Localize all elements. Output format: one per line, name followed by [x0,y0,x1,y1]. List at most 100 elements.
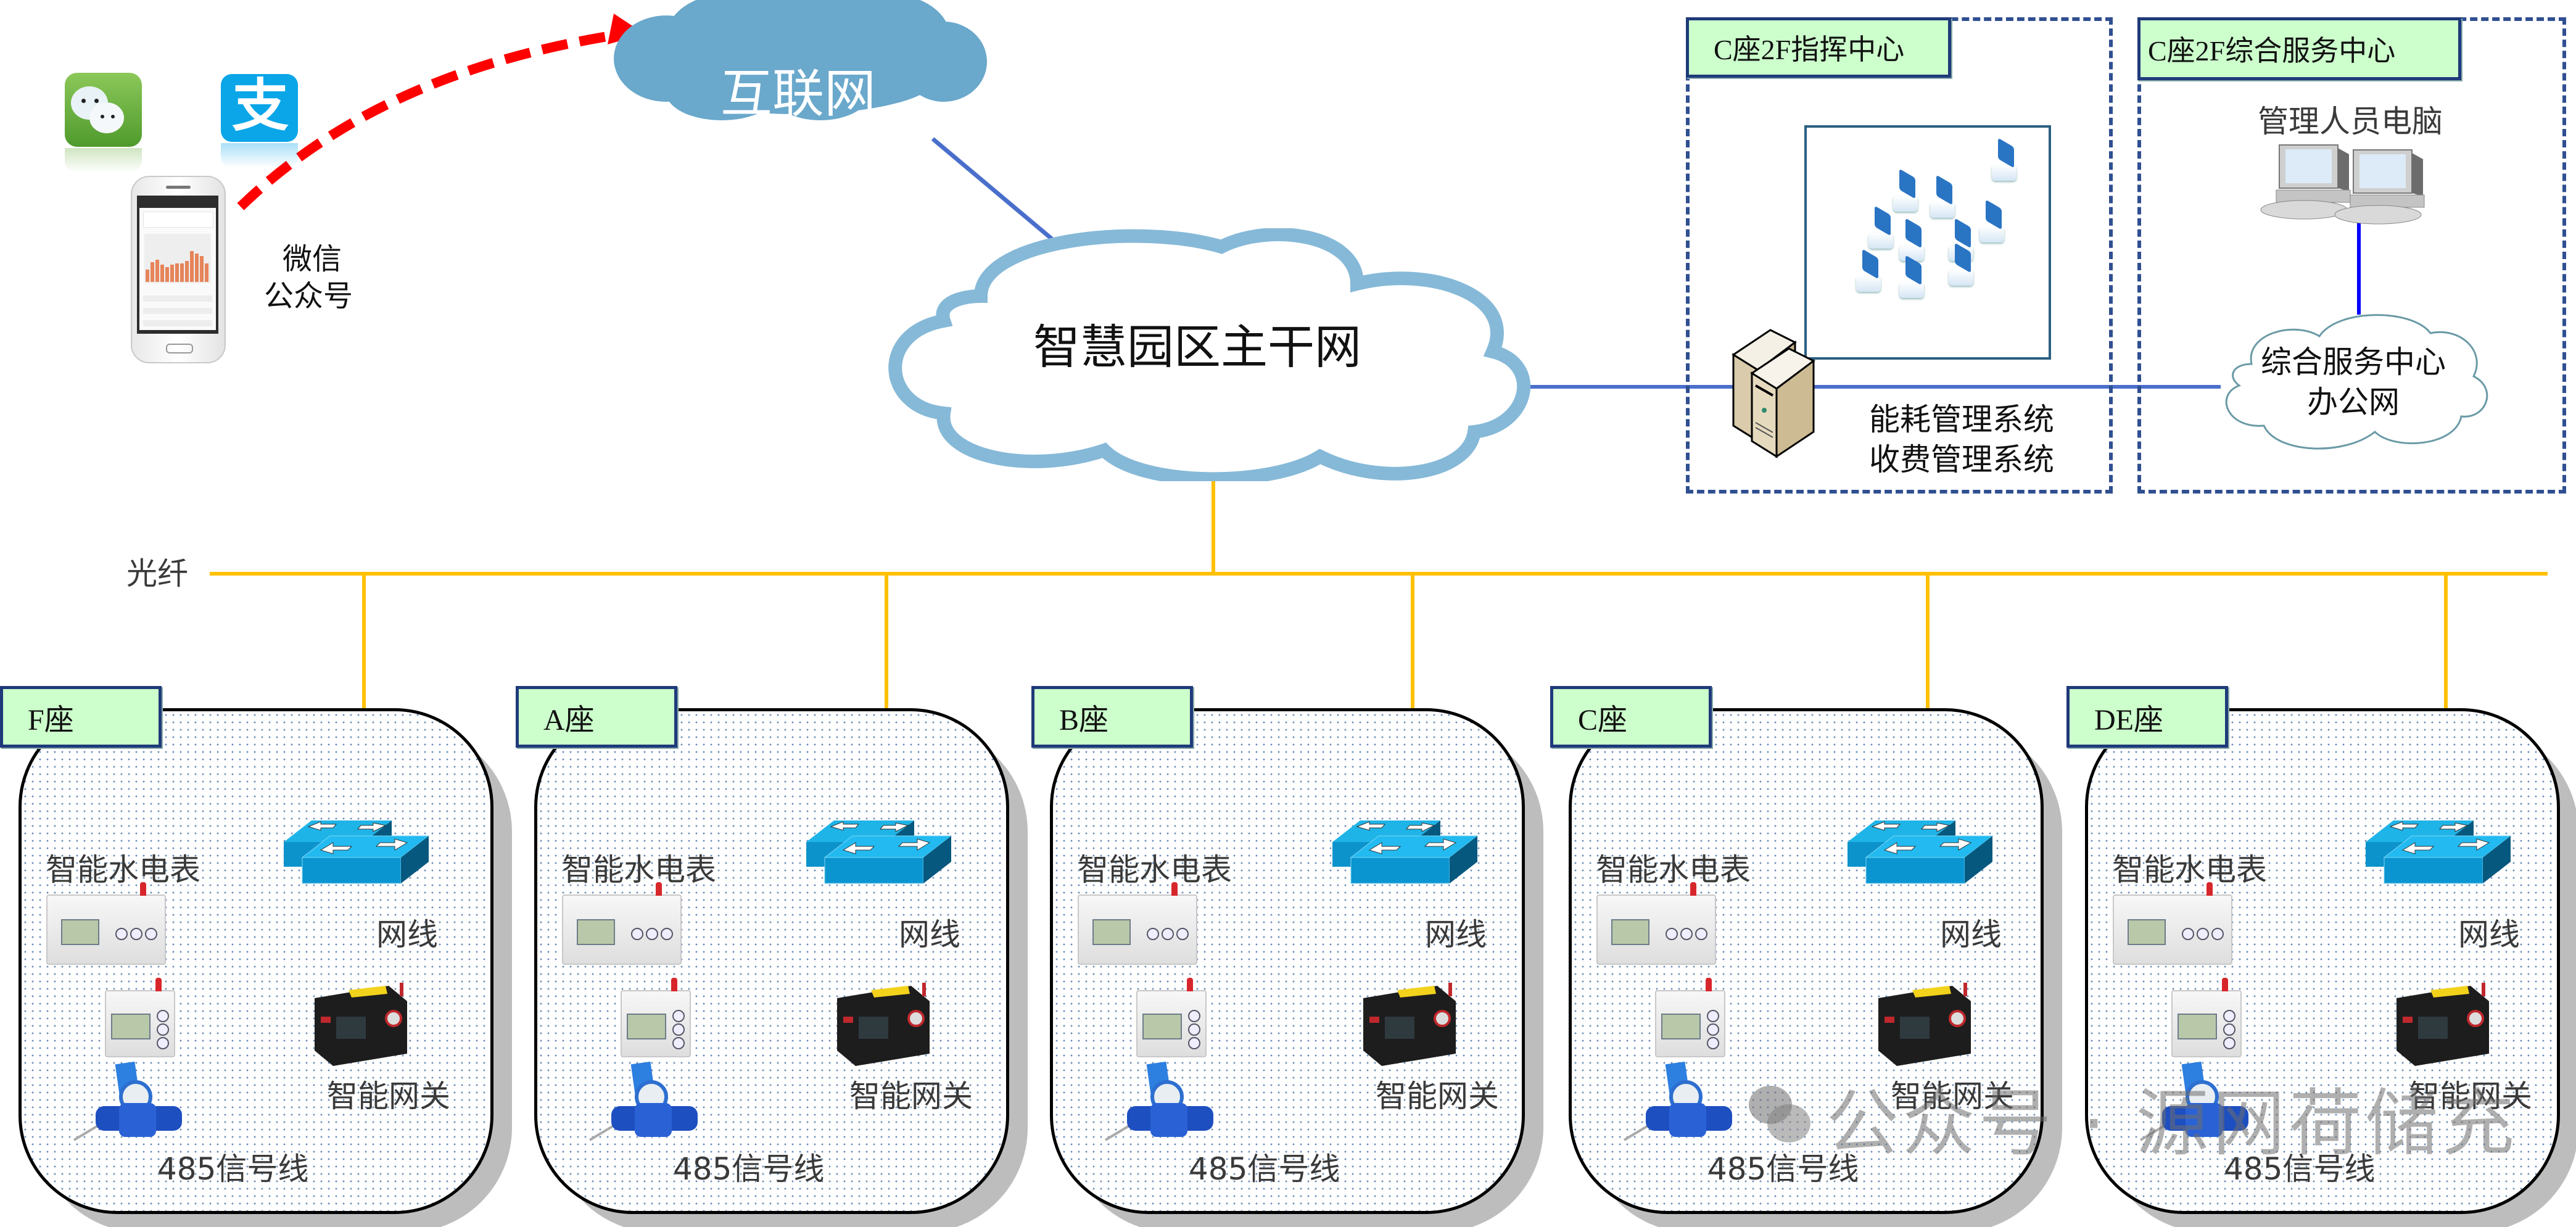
architecture-node-icon [1856,276,1881,292]
single-phase-meter-icon [1136,978,1207,1057]
network-switch-icon [284,820,430,884]
internet-label: 互联网 [720,64,877,124]
meters-label: 智能水电表 [562,852,716,888]
fiber-label: 光纤 [126,556,188,592]
phone-chart-bar [160,265,164,282]
admin-pc-icon [2260,144,2425,225]
gateway-label: 智能网关 [327,1078,450,1114]
admin-pc-label: 管理人员电脑 [2258,104,2443,139]
architecture-node-icon [1949,270,1973,286]
rs485-label: 485信号线 [1707,1151,1859,1187]
gateway-label: 智能网关 [849,1078,973,1114]
arrow-head-icon [608,14,645,44]
phone-chart-bar [180,263,184,282]
water-meter-icon [1623,1061,1732,1141]
three-phase-meter-icon [46,882,166,965]
watermark-text: 公众号 · 源网荷储充 [1826,1081,2519,1166]
network-switch-icon [1332,820,1479,884]
building-label: B座 [1031,686,1193,748]
lan-label: 网线 [376,917,438,952]
three-phase-meter-icon [1078,882,1197,965]
smart-gateway-icon [837,983,930,1066]
architecture-tag [1899,168,1915,199]
gateway-label: 智能网关 [2409,1078,2532,1114]
lan-label: 网线 [2458,917,2520,952]
server-icon [1732,329,1815,458]
building-label: A座 [516,686,677,748]
energy-system-label: 能耗管理系统 [1869,402,2054,437]
panel-body [19,708,493,1214]
lan-label: 网线 [1425,917,1487,952]
phone-chart-bar [165,267,169,282]
water-meter-icon [2139,1061,2248,1141]
office-lan-cloud-icon [2225,314,2488,450]
wechat-icon-reflection [65,148,142,173]
three-phase-meter-icon [562,882,682,965]
meters-label: 智能水电表 [1596,852,1751,888]
architecture-node-icon [1979,226,2004,242]
lan-label: 网线 [899,917,960,952]
single-phase-meter-icon [105,978,175,1057]
architecture-tag [1862,249,1878,279]
phone-chart-bar [200,256,204,282]
building-panel [534,708,1028,1227]
system-architecture-image [1804,125,2051,360]
network-switch-icon [1847,820,1994,884]
panel-body [534,708,1009,1214]
phone-chart-bar [146,270,149,282]
smartphone-icon [131,176,226,363]
meters-label: 智能水电表 [2113,852,2267,888]
alipay-icon-reflection [221,143,298,168]
office-lan-label: 综合服务中心 办公网 [2258,342,2449,423]
smart-gateway-icon [315,983,407,1066]
architecture-node-icon [1930,202,1955,218]
rs485-label: 485信号线 [673,1151,825,1187]
alipay-icon: 支 [221,74,298,142]
wechat-official-account-label: 微信 公众号 [264,241,353,315]
phone-chart-bar [151,262,154,282]
building-label: C座 [1550,686,1712,748]
wechat-icon [65,73,142,147]
architecture-node-icon [1899,282,1924,298]
phone-chart-bar [185,261,189,282]
system-label: 能耗管理系统 收费管理系统 [1869,400,2054,480]
phone-chart-bar [190,251,194,282]
gateway-label: 智能网关 [1891,1078,2014,1114]
rs485-label: 485信号线 [2224,1151,2376,1187]
single-phase-meter-icon [621,978,691,1057]
architecture-tag [1936,175,1952,205]
office-lan-line-1: 综合服务中心 [2261,344,2446,380]
rs485-label: 485信号线 [1189,1151,1340,1187]
building-label: DE座 [2066,686,2228,748]
backbone-cloud-icon [888,228,1531,481]
smart-gateway-icon [1878,983,1971,1066]
single-phase-meter-icon [2171,978,2242,1057]
architecture-tag [1998,138,2014,168]
label-line-2: 公众号 [264,279,353,313]
water-meter-icon [73,1061,182,1141]
architecture-node-icon [1893,196,1918,212]
network-switch-icon [2366,820,2512,884]
architecture-tag [1875,205,1891,236]
architecture-node-icon [1868,233,1893,249]
smart-gateway-icon [1363,983,1456,1066]
architecture-tag [1986,199,2002,230]
architecture-node-icon [1992,165,2017,181]
architecture-tag [1905,218,1922,249]
single-phase-meter-icon [1655,978,1725,1057]
phone-chart-bar [170,265,174,282]
water-meter-icon [588,1061,698,1141]
three-phase-meter-icon [2113,882,2232,965]
office-lan-line-2: 办公网 [2307,384,2400,420]
backbone-label: 智慧园区主干网 [1033,320,1361,374]
mobile-to-internet-arrow [237,29,624,210]
phone-chart-bar [195,254,199,282]
phone-chart-bar [155,260,159,282]
rs485-label: 485信号线 [157,1151,309,1187]
watermark-wechat-icon [1749,1086,1810,1144]
gateway-label: 智能网关 [1376,1078,1499,1114]
water-meter-icon [1104,1061,1213,1141]
network-switch-icon [806,820,952,884]
phone-chart-bar [175,263,179,282]
